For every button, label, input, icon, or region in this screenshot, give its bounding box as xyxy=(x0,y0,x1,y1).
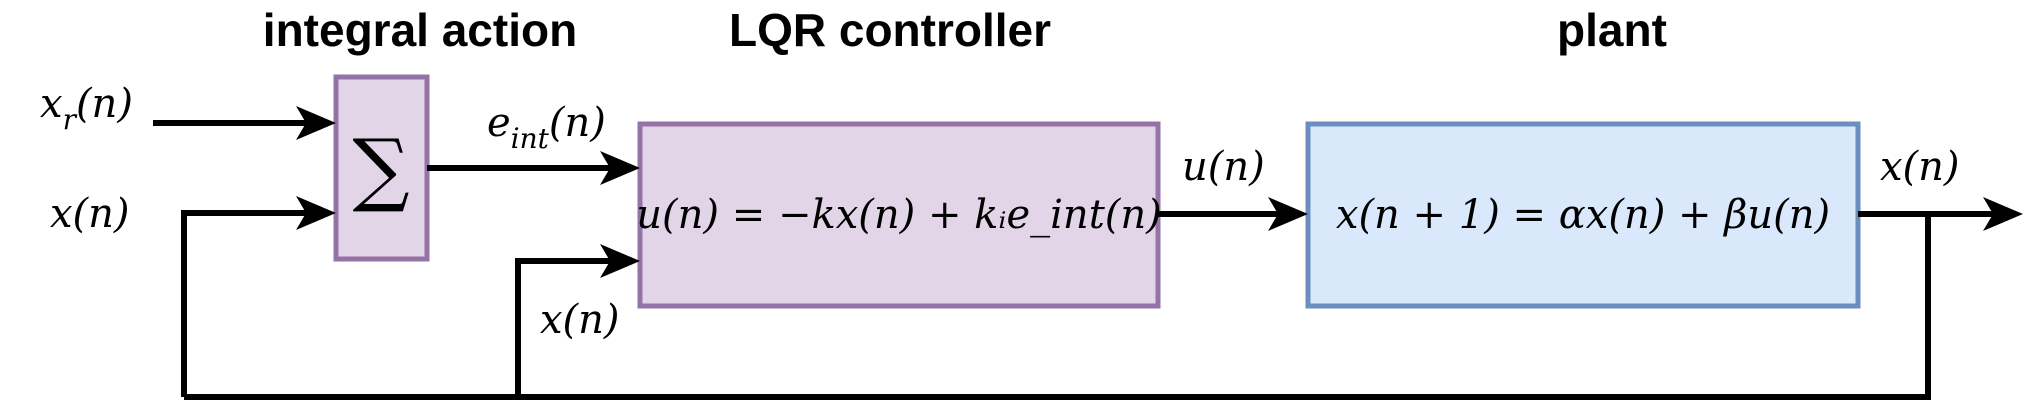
feedback-state-controller-label: x(n) xyxy=(540,297,620,343)
lqr-control-law: u(n) = −kx(n) + kᵢe_int(n) xyxy=(636,192,1161,238)
integral-error-arrowhead xyxy=(600,151,640,185)
feedback-loop-wire xyxy=(184,214,1931,400)
output-state-label: x(n) xyxy=(1880,144,1960,190)
summing-junction-block xyxy=(333,74,430,262)
control-signal-label: u(n) xyxy=(1182,144,1265,190)
lqr-controller-block xyxy=(637,121,1161,309)
feedback-to-controller-arrowhead xyxy=(600,244,640,278)
feedback-wire-to-sum xyxy=(181,210,308,397)
sigma-icon: ∑ xyxy=(352,122,409,215)
plant-state-equation: x(n + 1) = αx(n) + βu(n) xyxy=(1336,192,1830,238)
reference-input-arrowhead xyxy=(296,106,336,140)
reference-input-label: xr(n) xyxy=(40,81,133,136)
feedback-to-sum-arrowhead xyxy=(296,196,336,230)
feedback-state-sum-label: x(n) xyxy=(50,191,130,237)
plant-block xyxy=(1305,121,1861,309)
plant-title: plant xyxy=(1557,4,1667,56)
integral-error-label: eint(n) xyxy=(487,100,606,155)
feedback-wire-to-controller xyxy=(515,258,612,397)
lqr-controller-title: LQR controller xyxy=(729,4,1051,56)
output-arrowhead xyxy=(1983,197,2023,231)
control-signal-arrowhead xyxy=(1268,197,1308,231)
integral-action-title: integral action xyxy=(263,4,577,56)
